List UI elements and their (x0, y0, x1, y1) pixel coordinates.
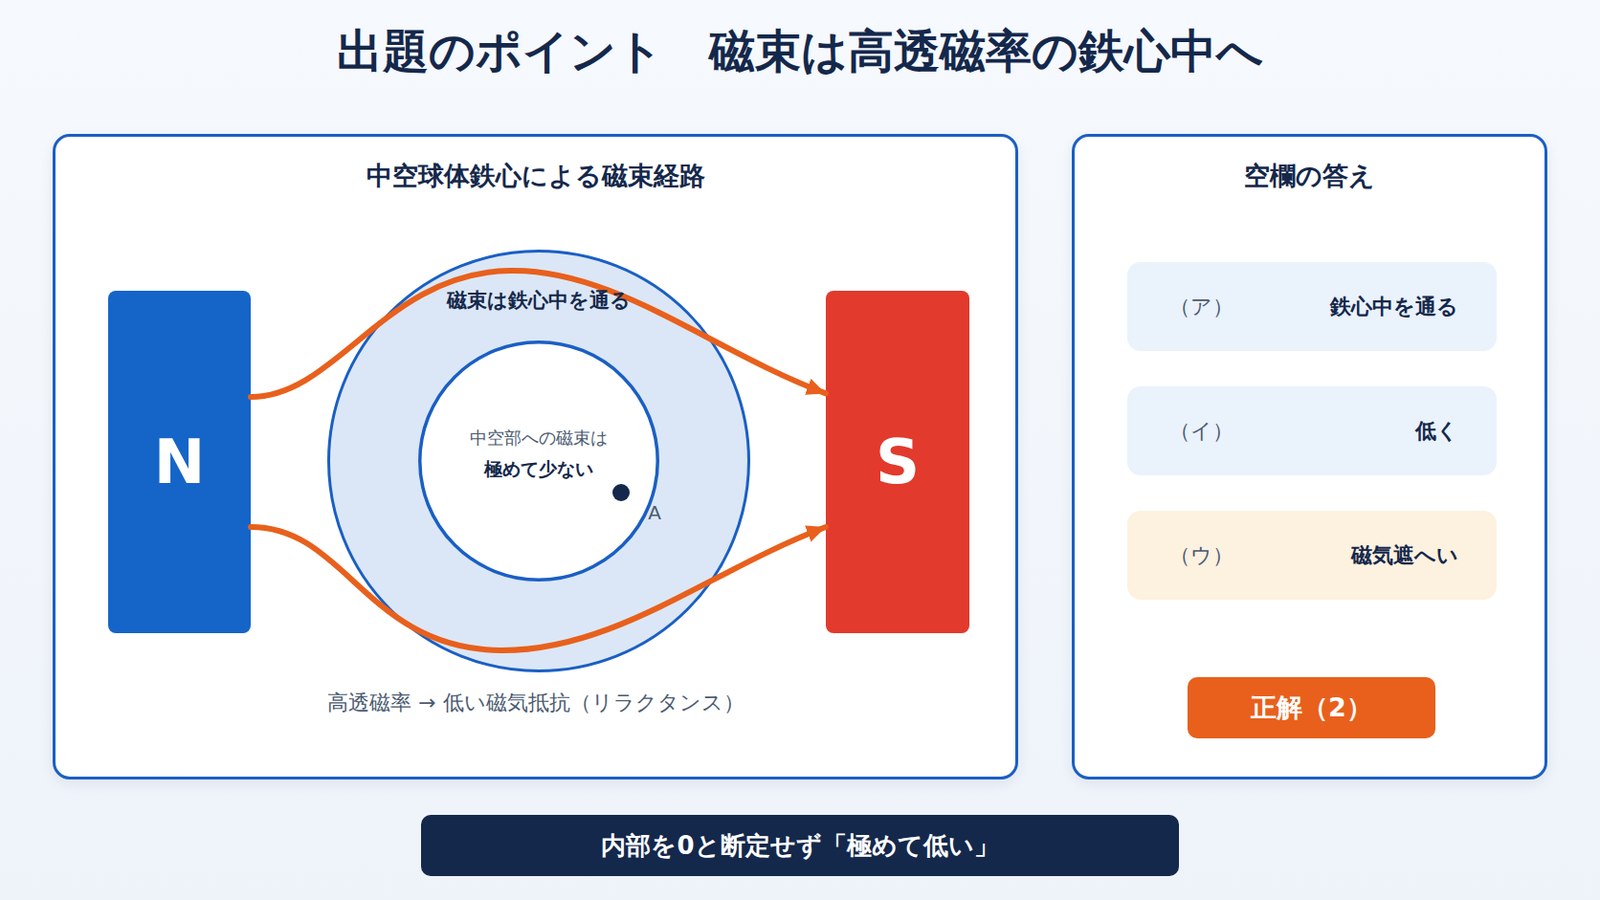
circle-shape (420, 342, 659, 581)
outer-sphere: 磁束は鉄心中を通る中空部への磁束は極めて少ない (327, 249, 751, 673)
answer-row: （イ） 低く (1127, 386, 1497, 476)
magnet-n-text: N (154, 423, 206, 501)
answer-row-text: 鉄心中を通る (1330, 293, 1459, 321)
magnet-n: N (108, 290, 251, 634)
caption-note: 高透磁率 → 低い磁気抵抗（リラクタンス） (327, 688, 744, 718)
hollow-core: 中空部への磁束は極めて少ない (418, 340, 660, 582)
hollow-core-text: 中空部への磁束は (469, 427, 608, 450)
summary-bar: 内部を0と断定せず「極めて低い」 (421, 815, 1179, 877)
magnet-s: S (825, 290, 970, 634)
answer-row-text: （ウ） (1169, 542, 1234, 570)
hollow-core-text: 極めて少ない (484, 458, 594, 482)
left-panel: 中空球体鉄心による磁束経路N磁束は鉄心中を通る中空部への磁束は極めて少ないS (52, 133, 1019, 780)
answer-row-text: （イ） (1169, 418, 1234, 445)
summary-bar-text: 内部を0と断定せず「極めて低い」 (600, 830, 999, 863)
answer-button-text: 正解（2） (1250, 691, 1373, 725)
title: 出題のポイント 磁束は高透磁率の鉄心中へ (336, 21, 1264, 83)
flux-arrow (250, 270, 826, 398)
answer-button: 正解（2） (1187, 677, 1436, 739)
left-panel-text: 中空球体鉄心による磁束経路 (366, 159, 706, 193)
outer-sphere-text: 磁束は鉄心中を通る (446, 288, 631, 313)
magnet-s-text: S (875, 423, 920, 501)
answer-row-text: 低く (1415, 418, 1459, 445)
answer-row: （ア） 鉄心中を通る (1127, 262, 1497, 352)
flux-arrow (250, 527, 826, 651)
right-panel-text: 空欄の答え (1244, 159, 1376, 193)
answer-row: （ウ） 磁気遮へい (1127, 511, 1497, 600)
circle-shape (329, 251, 750, 672)
answer-row-text: 磁気遮へい (1351, 542, 1459, 570)
answer-row-text: （ア） (1169, 293, 1234, 321)
point-a-dot (612, 484, 630, 502)
right-panel: 空欄の答え （ア） 鉄心中を通る （イ） 低く （ウ） 磁気遮へい正解（2） (1071, 133, 1548, 780)
point-label: A (647, 501, 662, 525)
